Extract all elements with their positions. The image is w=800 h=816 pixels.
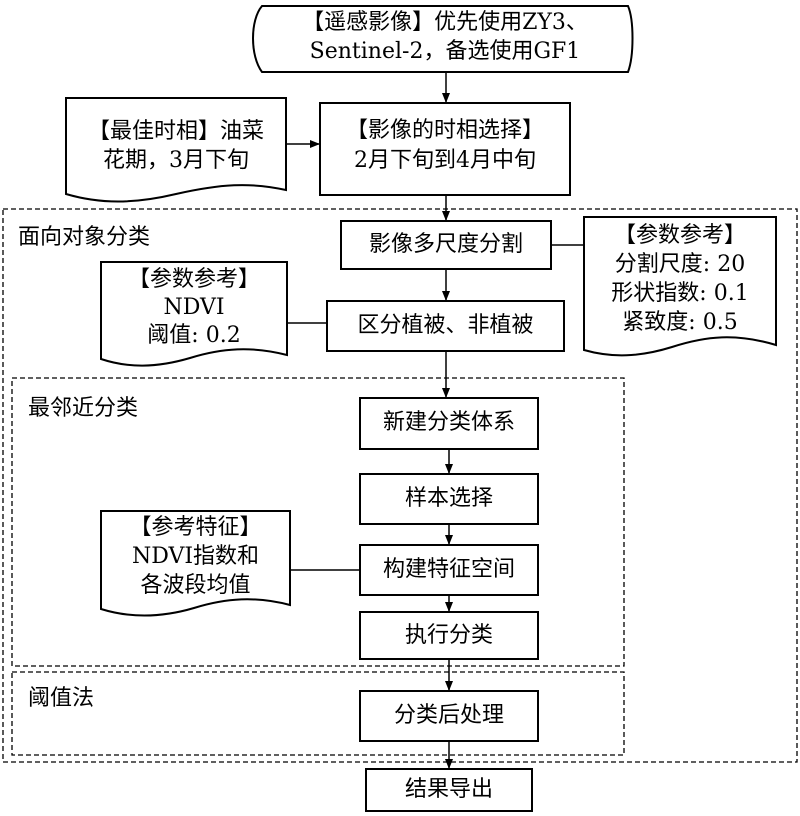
sample-box bbox=[359, 473, 539, 525]
export-label: 结果导出 bbox=[404, 777, 493, 802]
nearest-neighbor-region bbox=[11, 377, 625, 667]
feature-ref-line-2: 各波段均值 bbox=[140, 573, 251, 598]
best-phase-line-1: 【最佳时相】油菜 bbox=[87, 119, 264, 144]
seg-params-title: 【参数参考】 bbox=[613, 223, 746, 248]
ndvi-params-document-shape bbox=[100, 261, 288, 367]
source-line-1: 【遥感影像】优先使用ZY3、 bbox=[302, 10, 588, 35]
best-phase-line-2: 花期，3月下旬 bbox=[103, 148, 249, 173]
object-oriented-region bbox=[2, 208, 798, 763]
source-line-2: Sentinel-2，备选使用GF1 bbox=[309, 39, 581, 64]
remote-sensing-source-shape bbox=[252, 5, 634, 73]
phase-select-line-2: 2月下旬到4月中旬 bbox=[354, 148, 536, 173]
ndvi-params-line-1: NDVI bbox=[163, 295, 225, 320]
export-box bbox=[365, 768, 533, 812]
classify-label: 执行分类 bbox=[404, 623, 493, 648]
phase-selection-box bbox=[319, 102, 571, 196]
post-process-box bbox=[359, 690, 539, 742]
seg-params-line-1: 分割尺度: 20 bbox=[614, 252, 746, 277]
seg-params-line-2: 形状指数: 0.1 bbox=[611, 281, 749, 306]
seg-params-line-3: 紧致度: 0.5 bbox=[622, 310, 738, 335]
post-process-label: 分类后处理 bbox=[393, 703, 504, 728]
ndvi-params-title: 【参数参考】 bbox=[127, 267, 260, 292]
feature-ref-title: 【参考特征】 bbox=[129, 515, 262, 540]
new-class-label: 新建分类体系 bbox=[382, 410, 515, 435]
segmentation-label: 影像多尺度分割 bbox=[368, 232, 523, 257]
feature-space-box bbox=[359, 544, 539, 596]
vegetation-label: 区分植被、非植被 bbox=[357, 313, 534, 338]
ndvi-params-line-2: 阈值: 0.2 bbox=[147, 323, 241, 348]
feature-ref-document-shape bbox=[100, 510, 291, 617]
classify-box bbox=[359, 611, 539, 660]
best-phase-document-shape bbox=[65, 97, 287, 203]
seg-params-document-shape bbox=[583, 216, 777, 357]
phase-select-line-1: 【影像的时相选择】 bbox=[345, 118, 544, 143]
sample-label: 样本选择 bbox=[404, 486, 493, 511]
vegetation-box bbox=[326, 300, 565, 352]
nearest-neighbor-region-label: 最邻近分类 bbox=[28, 396, 139, 421]
new-class-box bbox=[359, 397, 539, 450]
feature-ref-line-1: NDVI指数和 bbox=[131, 544, 260, 569]
object-oriented-region-label: 面向对象分类 bbox=[18, 225, 151, 250]
feature-space-label: 构建特征空间 bbox=[382, 557, 515, 582]
threshold-region bbox=[11, 671, 625, 756]
segmentation-box bbox=[340, 220, 552, 270]
threshold-region-label: 阈值法 bbox=[28, 686, 95, 711]
